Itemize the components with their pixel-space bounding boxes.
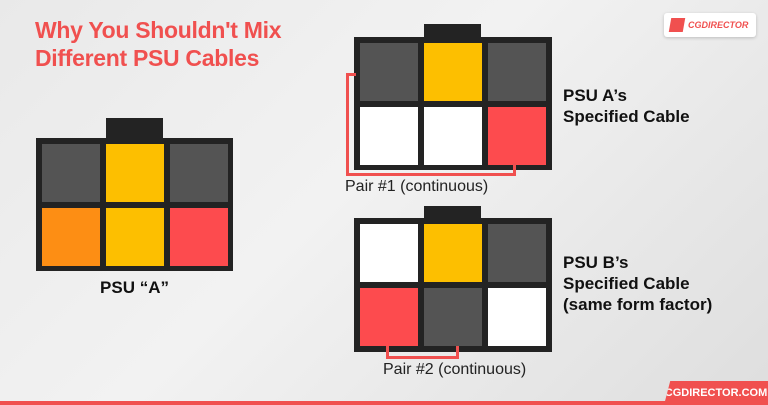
label-line: PSU A’s bbox=[563, 86, 627, 105]
label-line: Specified Cable bbox=[563, 107, 690, 126]
footer-url: CGDIRECTOR.COM bbox=[664, 381, 768, 405]
pin-yellow bbox=[106, 144, 164, 202]
pin-dark bbox=[488, 43, 546, 101]
pair-2-line bbox=[386, 356, 459, 359]
pin-white bbox=[360, 107, 418, 165]
connector-latch bbox=[424, 206, 481, 219]
psu-a-connector bbox=[36, 138, 233, 271]
logo-text: CGDIRECTOR bbox=[688, 20, 749, 30]
pin-dark bbox=[488, 224, 546, 282]
psu-a-label: PSU “A” bbox=[100, 278, 169, 297]
pair-1-line bbox=[513, 163, 516, 176]
pin-white bbox=[488, 288, 546, 346]
pair-2-line bbox=[456, 346, 459, 359]
pair-1-label: Pair #1 (continuous) bbox=[345, 178, 489, 195]
psu-a-cable-connector bbox=[354, 37, 552, 170]
title-line-1: Why You Shouldn't Mix bbox=[35, 17, 282, 43]
label-line: (same form factor) bbox=[563, 295, 713, 314]
label-line: PSU B’s bbox=[563, 253, 629, 272]
connector-latch bbox=[106, 118, 163, 139]
pin-red bbox=[360, 288, 418, 346]
psu-a-cable-label: PSU A’s Specified Cable bbox=[563, 85, 690, 127]
title-line-2: Different PSU Cables bbox=[35, 45, 260, 71]
pin-yellow bbox=[106, 208, 164, 266]
pair-1-line bbox=[346, 173, 516, 176]
pair-2-label: Pair #2 (continuous) bbox=[383, 361, 527, 378]
pin-yellow bbox=[424, 224, 482, 282]
page-title: Why You Shouldn't Mix Different PSU Cabl… bbox=[35, 16, 281, 72]
psu-b-cable-label: PSU B’s Specified Cable (same form facto… bbox=[563, 252, 712, 315]
psu-b-cable-connector bbox=[354, 218, 552, 352]
pin-yellow bbox=[424, 43, 482, 101]
pin-white bbox=[424, 107, 482, 165]
pin-dark bbox=[360, 43, 418, 101]
pin-white bbox=[360, 224, 418, 282]
logo-icon bbox=[668, 18, 686, 32]
footer-line bbox=[0, 401, 768, 405]
pair-2-line bbox=[386, 346, 389, 359]
pin-dark bbox=[424, 288, 482, 346]
pin-red bbox=[170, 208, 228, 266]
pin-orange bbox=[42, 208, 100, 266]
connector-latch bbox=[424, 24, 481, 38]
cgdirector-logo: CGDIRECTOR bbox=[664, 13, 756, 37]
pin-red bbox=[488, 107, 546, 165]
pair-1-line bbox=[346, 73, 349, 176]
label-line: Specified Cable bbox=[563, 274, 690, 293]
pair-1-line bbox=[346, 73, 356, 76]
pin-dark bbox=[42, 144, 100, 202]
pin-dark bbox=[170, 144, 228, 202]
